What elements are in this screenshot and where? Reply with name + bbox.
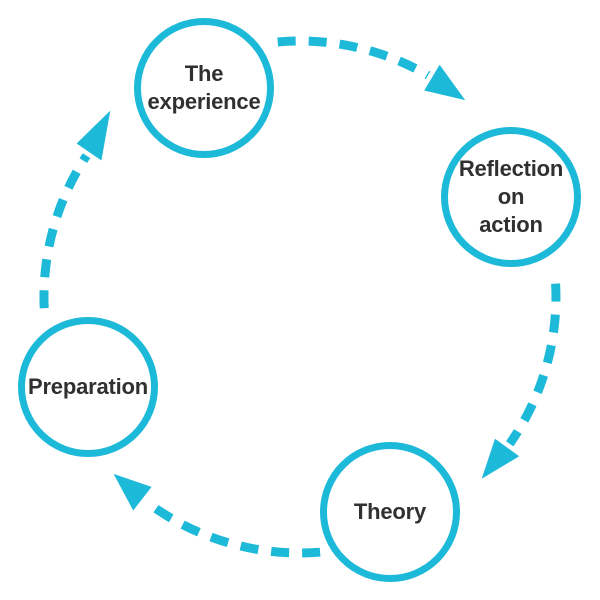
- arrow-preparation-to-experience: [39, 153, 91, 309]
- arrowhead-reflection-to-theory-icon: [481, 438, 520, 479]
- arrow-reflection-to-theory: [506, 283, 561, 447]
- node-label-line: action: [479, 211, 543, 237]
- node-preparation: Preparation: [18, 317, 158, 457]
- arrow-experience-to-reflection: [277, 36, 431, 80]
- node-label-line: experience: [147, 89, 261, 114]
- arrow-theory-to-preparation: [143, 497, 321, 558]
- node-theory: Theory: [320, 442, 460, 582]
- node-label-line: Reflection: [458, 156, 564, 182]
- node-label-line: Theory: [353, 499, 427, 525]
- node-the-experience: The experience: [134, 18, 274, 158]
- node-label-line: Preparation: [27, 374, 149, 400]
- node-label-line: on: [497, 184, 525, 210]
- node-label-line: The: [184, 61, 224, 87]
- arrowhead-experience-to-reflection-icon: [424, 64, 466, 101]
- node-reflection-on-action: Reflection on action: [441, 127, 581, 267]
- arrowhead-preparation-to-experience-icon: [76, 110, 111, 161]
- arrowhead-theory-to-preparation-icon: [113, 473, 152, 511]
